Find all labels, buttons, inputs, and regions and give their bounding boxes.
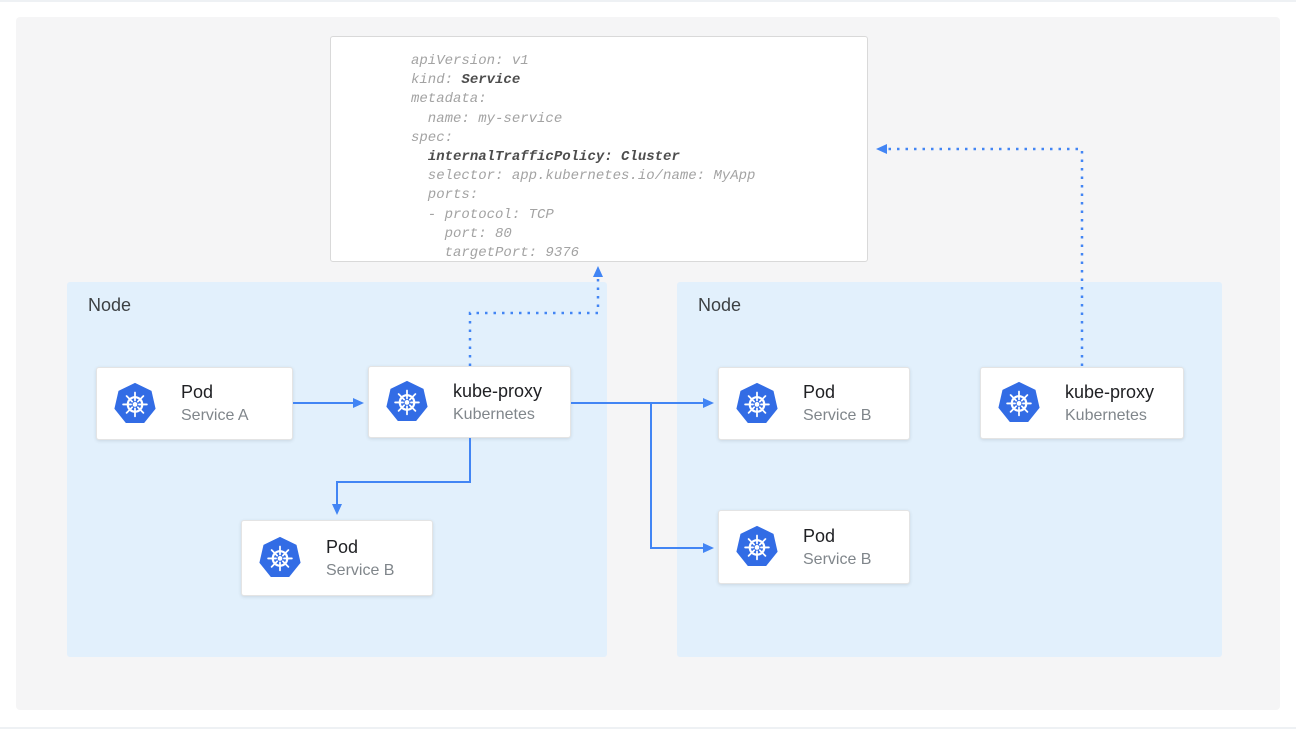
card-text: kube-proxy Kubernetes — [1065, 380, 1154, 427]
kubernetes-icon — [736, 382, 778, 423]
card-title: kube-proxy — [1065, 381, 1155, 402]
pod-service-b-left-card: Pod Service B — [241, 520, 433, 596]
kubernetes-icon — [736, 525, 778, 567]
card-text: kube-proxy Kubernetes — [453, 379, 542, 426]
card-text: Pod Service B — [326, 535, 394, 582]
kubernetes-icon — [386, 380, 428, 422]
node-label: Node — [88, 295, 132, 315]
card-text: Pod Service A — [181, 380, 249, 427]
card-title: Pod — [803, 382, 836, 402]
card-text: Pod Service B — [803, 380, 871, 427]
card-text: Pod Service B — [803, 524, 871, 571]
pod-service-a-card: Pod Service A — [96, 367, 293, 440]
card-subtitle: Service B — [803, 550, 872, 568]
kubernetes-icon — [114, 382, 156, 423]
kube-proxy-right-card: kube-proxy Kubernetes — [980, 367, 1184, 439]
card-subtitle: Service A — [181, 407, 249, 424]
card-subtitle: Kubernetes — [1065, 406, 1147, 424]
top-border-line — [0, 0, 1296, 2]
node-box-right: Node Pod Service B — [677, 282, 1222, 657]
node-box-left: Node Pod Service A — [67, 282, 607, 657]
card-title: Pod — [181, 382, 214, 402]
kubernetes-icon — [259, 536, 301, 578]
kubernetes-icon — [998, 381, 1040, 423]
node-label: Node — [698, 295, 742, 315]
card-subtitle: Service B — [803, 407, 872, 424]
card-title: Pod — [326, 536, 359, 557]
kube-proxy-left-card: kube-proxy Kubernetes — [368, 366, 571, 438]
bottom-border-line — [0, 727, 1296, 729]
card-subtitle: Service B — [326, 561, 395, 579]
card-title: Pod — [803, 525, 836, 546]
pod-service-b-right-bottom-card: Pod Service B — [718, 510, 910, 584]
card-title: kube-proxy — [453, 380, 543, 401]
pod-service-b-right-top-card: Pod Service B — [718, 367, 910, 440]
card-subtitle: Kubernetes — [453, 405, 535, 423]
